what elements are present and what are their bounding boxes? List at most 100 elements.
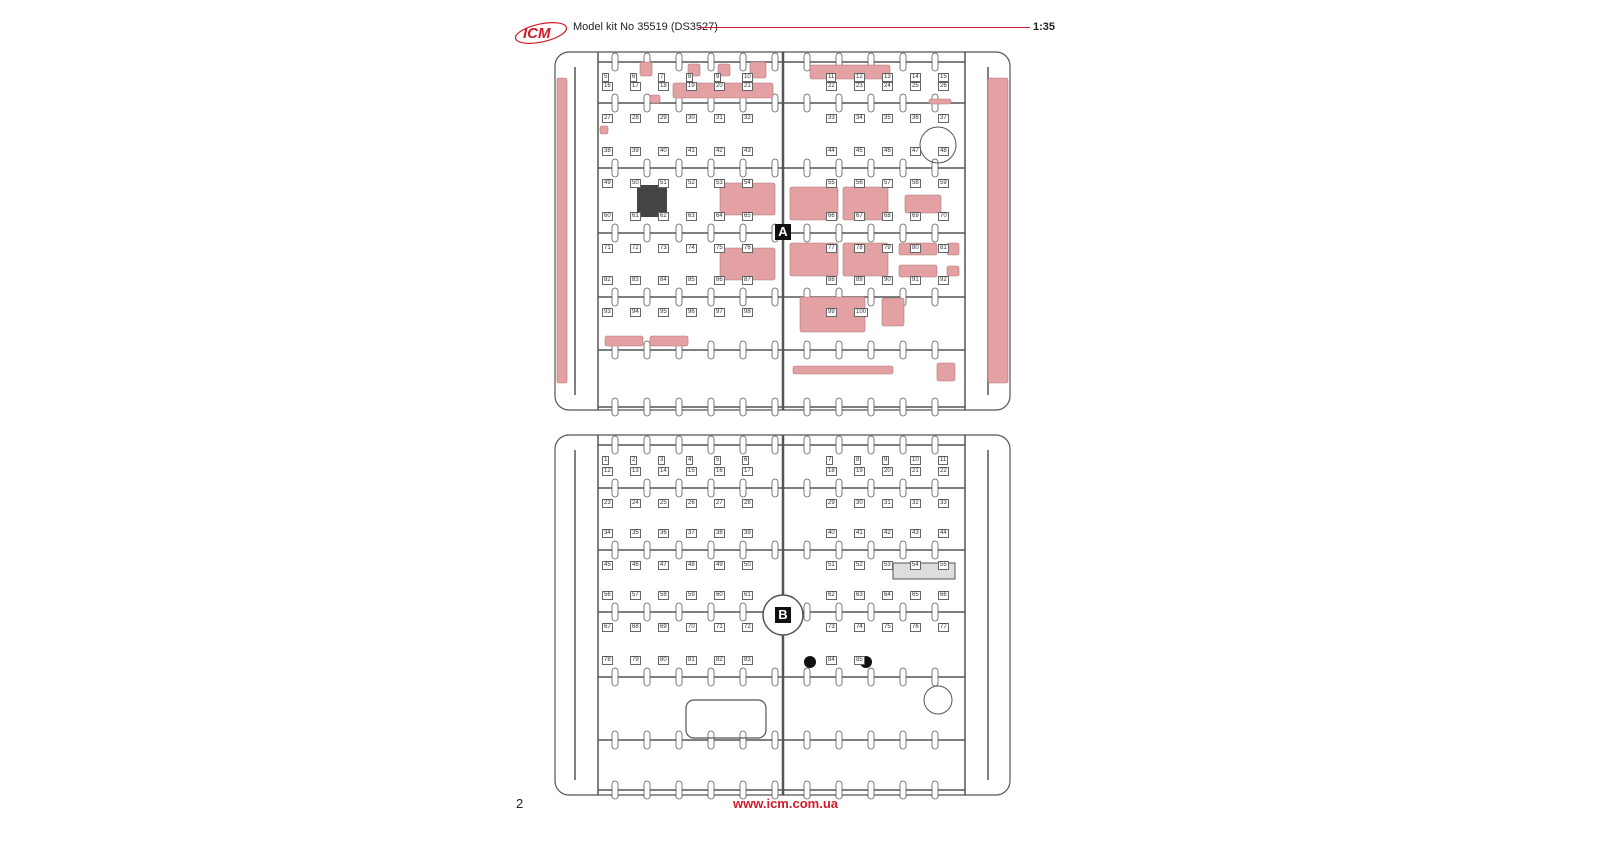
part-number: 94 [630,308,641,317]
gate [931,340,939,360]
icm-logo: ICM [514,22,568,44]
gate [835,397,843,417]
highlighted-part [649,335,689,347]
gate [835,340,843,360]
gate [867,158,875,178]
gate [803,397,811,417]
gate [675,478,683,498]
part-number: 77 [938,623,949,632]
part-number: 62 [658,212,669,221]
website-link[interactable]: www.icm.com.ua [733,796,838,811]
gate [611,397,619,417]
part-number: 3 [658,456,666,465]
gate [739,602,747,622]
highlighted-part [946,265,960,277]
part-number: 16 [602,82,613,91]
part-number: 84 [826,656,837,665]
gate [643,602,651,622]
gate [643,340,651,360]
gate [771,730,779,750]
part-number: 67 [854,212,865,221]
highlighted-part [928,98,952,105]
part-number: 51 [826,561,837,570]
part-number: 8 [686,73,694,82]
svg-text:ICM: ICM [523,25,551,42]
part-number: 39 [630,147,641,156]
part-number: 60 [602,212,613,221]
gate [803,340,811,360]
part-number: 63 [854,591,865,600]
part-number: 48 [938,147,949,156]
part-number: 65 [742,212,753,221]
gate [611,667,619,687]
part-number: 11 [938,456,949,465]
part-number: 20 [714,82,725,91]
part-number: 73 [658,244,669,253]
part-number: 32 [910,499,921,508]
part-number: 72 [742,623,753,632]
gate [643,397,651,417]
gate [867,397,875,417]
gate [899,340,907,360]
part-number: 12 [854,73,865,82]
part-number: 44 [826,147,837,156]
sprue-b-label: B [775,607,791,623]
part-number: 7 [658,73,666,82]
part-number: 73 [826,623,837,632]
part-number: 4 [686,456,694,465]
gate [835,93,843,113]
header-rule [698,27,1030,28]
part-number: 42 [714,147,725,156]
gate [899,478,907,498]
gate [707,780,715,800]
gate [643,540,651,560]
part-number: 5 [602,73,610,82]
gate [867,602,875,622]
gate [899,93,907,113]
gate [707,602,715,622]
part-number: 75 [714,244,725,253]
gate [643,780,651,800]
part-number: 79 [882,244,893,253]
gate [675,602,683,622]
part-number: 71 [602,244,613,253]
gate [675,540,683,560]
gate [867,780,875,800]
part-number: 24 [630,499,641,508]
gate [675,223,683,243]
part-number: 31 [882,499,893,508]
part-number: 26 [938,82,949,91]
part-number: 21 [742,82,753,91]
gate [899,52,907,72]
part-number: 19 [854,467,865,476]
part-number: 30 [686,114,697,123]
part-number: 49 [602,179,613,188]
part-number: 85 [686,276,697,285]
gate [643,223,651,243]
part-number: 28 [630,114,641,123]
part-number: 96 [686,308,697,317]
part-number: 9 [882,456,890,465]
part-number: 91 [910,276,921,285]
gate [771,435,779,455]
gate [611,52,619,72]
gate [867,93,875,113]
gate [707,223,715,243]
gate [739,223,747,243]
gate [611,602,619,622]
part-number: 68 [882,212,893,221]
part-number: 99 [826,308,837,317]
gate [611,223,619,243]
gate [611,540,619,560]
gate [803,435,811,455]
part-number: 50 [742,561,753,570]
part-number: 69 [910,212,921,221]
gate [867,287,875,307]
gate [771,93,779,113]
gate [771,52,779,72]
gate [739,435,747,455]
gate [771,397,779,417]
gate [931,52,939,72]
part-number: 70 [938,212,949,221]
gate [931,435,939,455]
